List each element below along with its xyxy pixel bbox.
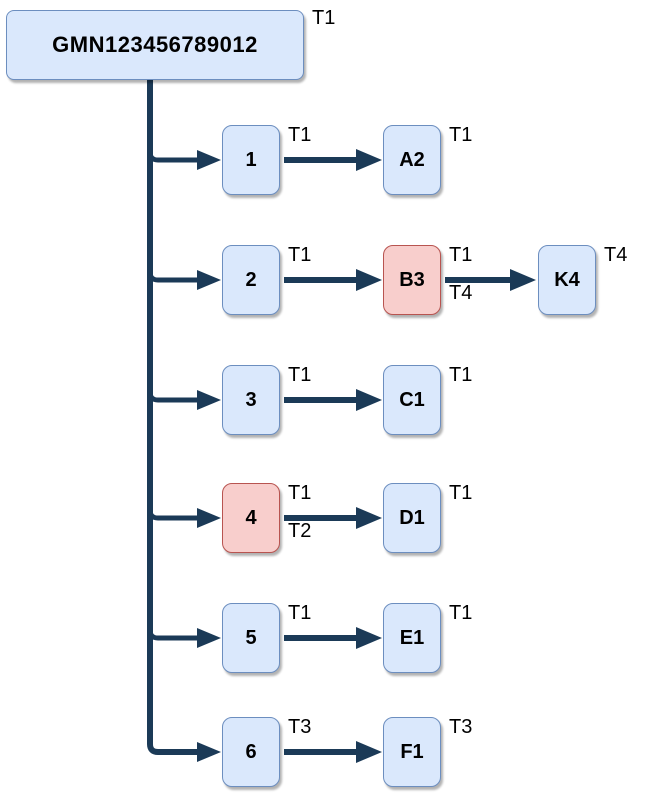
tag-node-D1: T1 — [449, 482, 473, 504]
tag-node-E1: T1 — [449, 602, 473, 624]
branch-connectors — [147, 151, 199, 641]
node-E1-label: E1 — [399, 626, 425, 649]
branch-line-row5 — [147, 629, 199, 641]
tag-node-4-top: T1 — [288, 482, 312, 504]
arrowhead-row5 — [197, 628, 221, 648]
tag-node-1: T1 — [288, 124, 312, 146]
arrowhead-row4 — [197, 508, 221, 528]
node-root[interactable]: GMN123456789012 — [6, 10, 304, 80]
tag-node-5: T1 — [288, 602, 312, 624]
mid-end-arrows — [284, 157, 358, 755]
mid-end-arrowheads — [356, 149, 382, 763]
tag-node-K4: T4 — [604, 244, 628, 266]
trunk-connector — [147, 80, 199, 755]
node-2-label: 2 — [245, 268, 257, 291]
node-5-label: 5 — [245, 626, 257, 649]
branch-line-row1 — [147, 151, 199, 163]
arrowhead-row3 — [197, 390, 221, 410]
node-E1[interactable]: E1 — [383, 603, 441, 673]
node-C1[interactable]: C1 — [383, 365, 441, 435]
branch-line-row3 — [147, 391, 199, 403]
node-4-label: 4 — [245, 506, 257, 529]
node-1[interactable]: 1 — [222, 125, 280, 195]
tag-node-B3-bottom: T4 — [449, 282, 473, 304]
branch-line-row4 — [147, 509, 199, 521]
tag-node-6: T3 — [288, 716, 312, 738]
arrowhead-row6 — [197, 742, 221, 762]
node-6[interactable]: 6 — [222, 717, 280, 787]
node-2[interactable]: 2 — [222, 245, 280, 315]
node-K4-label: K4 — [554, 268, 580, 291]
tag-node-A2: T1 — [449, 124, 473, 146]
node-C1-label: C1 — [399, 388, 425, 411]
branch-arrowheads — [197, 150, 221, 762]
node-B3-label: B3 — [399, 268, 425, 291]
node-6-label: 6 — [245, 740, 257, 763]
node-F1[interactable]: F1 — [383, 717, 441, 787]
arrow-B3-K4 — [445, 269, 536, 291]
node-3[interactable]: 3 — [222, 365, 280, 435]
node-F1-label: F1 — [400, 740, 424, 763]
node-root-label: GMN123456789012 — [52, 32, 258, 57]
node-1-label: 1 — [245, 148, 257, 171]
arrowhead-row2 — [197, 270, 221, 290]
tag-node-B3-top: T1 — [449, 244, 473, 266]
node-D1[interactable]: D1 — [383, 483, 441, 553]
node-D1-label: D1 — [399, 506, 425, 529]
branch-line-row2 — [147, 271, 199, 283]
node-A2[interactable]: A2 — [383, 125, 441, 195]
node-5[interactable]: 5 — [222, 603, 280, 673]
node-K4[interactable]: K4 — [538, 245, 596, 315]
arrowhead-row1 — [197, 150, 221, 170]
node-3-label: 3 — [245, 388, 257, 411]
node-B3[interactable]: B3 — [383, 245, 441, 315]
node-A2-label: A2 — [399, 148, 425, 171]
tag-node-C1: T1 — [449, 364, 473, 386]
tag-node-4-bottom: T2 — [288, 520, 312, 542]
node-4[interactable]: 4 — [222, 483, 280, 553]
tag-node-3: T1 — [288, 364, 312, 386]
tag-node-2: T1 — [288, 244, 312, 266]
tag-node-F1: T3 — [449, 716, 473, 738]
tag-root: T1 — [312, 7, 336, 29]
